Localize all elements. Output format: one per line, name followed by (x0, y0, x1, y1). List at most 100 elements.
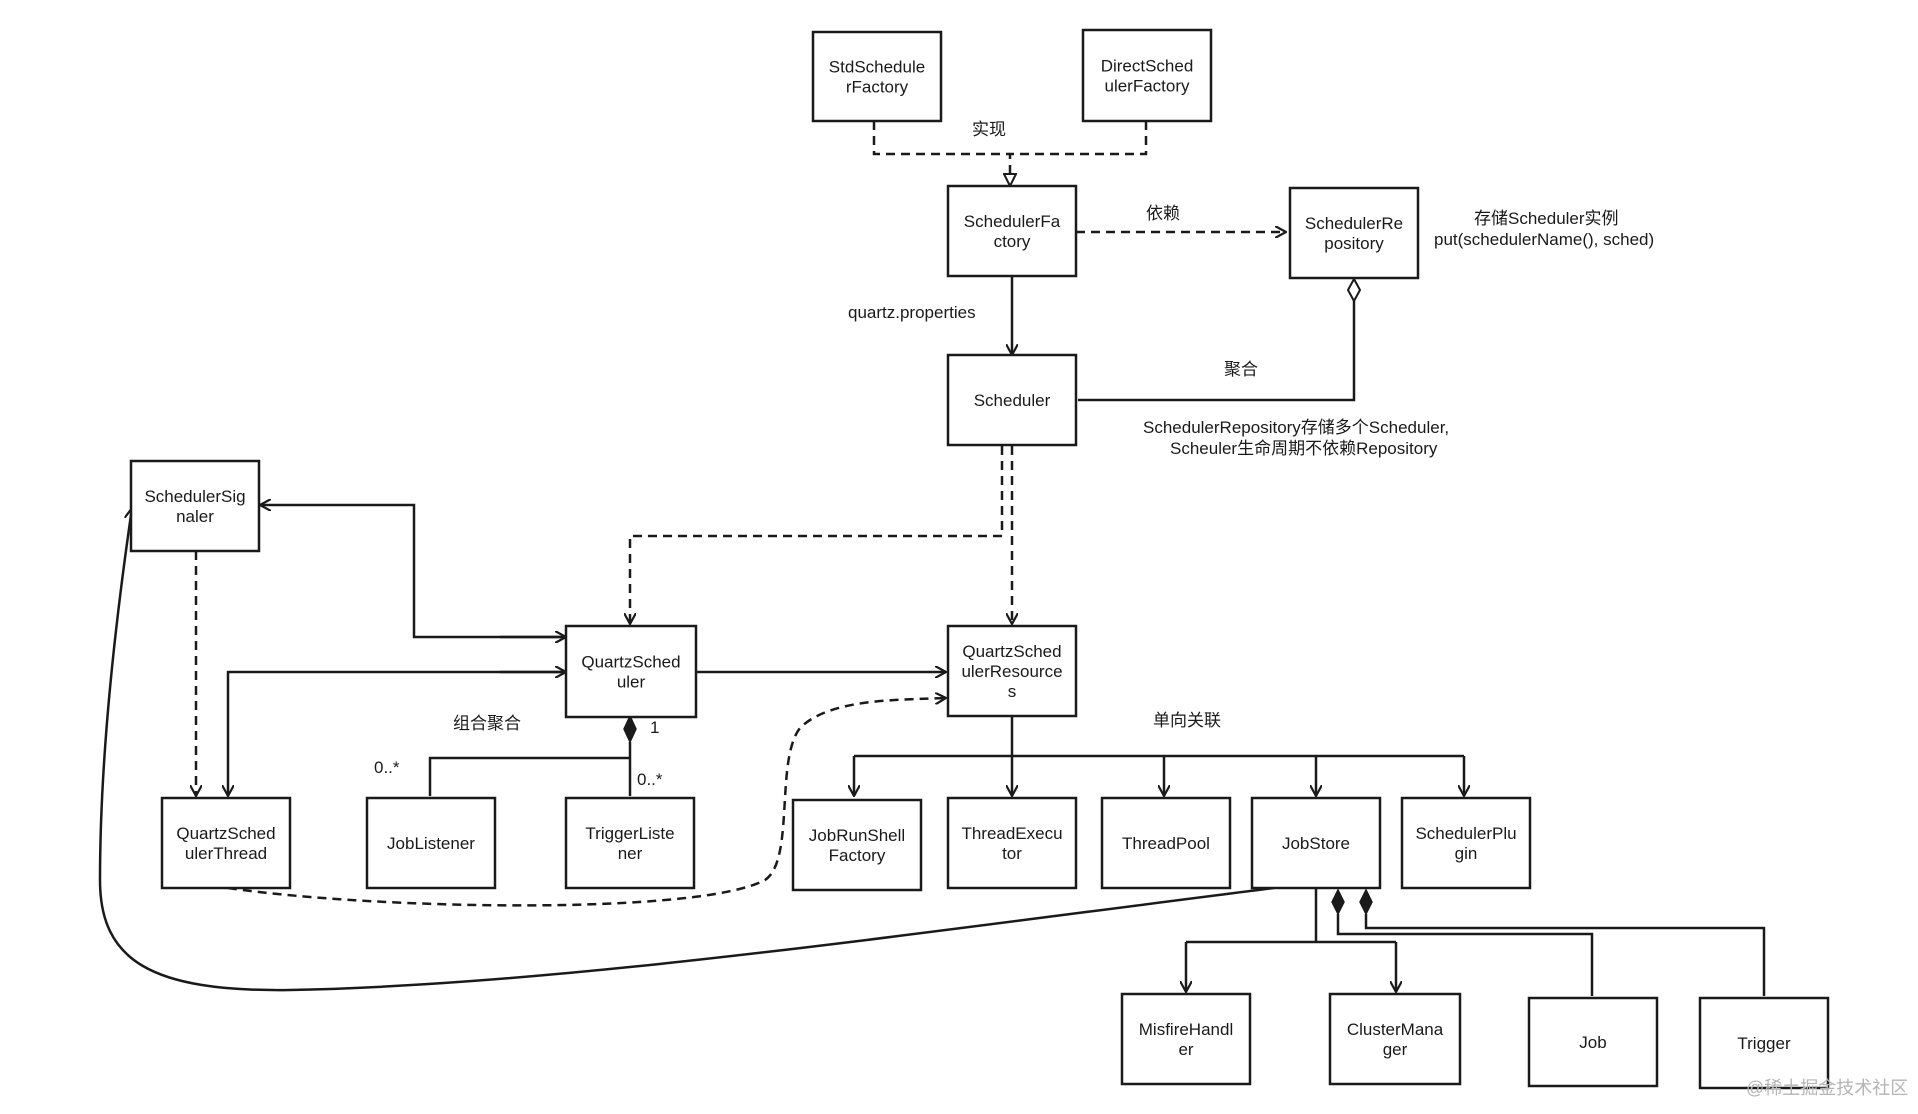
class-name-text: ulerResource (961, 662, 1062, 681)
class-box-frame (1100, 796, 1232, 890)
edge-job-store-trigger (1364, 914, 1766, 996)
class-box-frame (1328, 992, 1462, 1086)
class-name-text: SchedulerFa (964, 212, 1061, 231)
class-name-text: TriggerListe (585, 824, 674, 843)
class-name-text: StdSchedule (829, 58, 925, 77)
class-name-text: Factory (829, 846, 886, 865)
class-name-text: uler (617, 673, 646, 692)
class-box-frame (1400, 796, 1532, 890)
label-multiplicity-one: 1 (650, 718, 659, 737)
class-box-frame (946, 624, 1078, 718)
class-scheduler: Scheduler (946, 353, 1078, 447)
composition-diamond-listeners (623, 714, 637, 744)
class-box-frame (564, 624, 698, 719)
edge-signaler-quartz-scheduler (260, 505, 566, 639)
class-name-text: ThreadPool (1122, 834, 1210, 853)
edge-scheduler-to-quartz-scheduler (630, 446, 1004, 624)
label-quartz-properties: quartz.properties (848, 303, 976, 322)
class-thread-pool: ThreadPool (1100, 796, 1232, 890)
class-name-text: naler (176, 507, 214, 526)
class-name-text: JobListener (387, 834, 475, 853)
class-box-frame (946, 184, 1078, 278)
class-name-text: ger (1383, 1040, 1408, 1059)
class-name-text: pository (1324, 234, 1384, 253)
edge-job-store-to-signaler (98, 508, 1275, 992)
class-name-text: DirectSched (1101, 57, 1194, 76)
class-name-text: s (1008, 682, 1017, 701)
label-composite-aggregation: 组合聚合 (453, 714, 521, 733)
class-name-text: MisfireHandl (1139, 1020, 1233, 1039)
label-multiplicity-trigger-listener: 0..* (637, 770, 663, 789)
class-box-frame (811, 30, 943, 123)
edge-listener-branch (428, 756, 630, 796)
class-box-frame (946, 353, 1078, 447)
class-name-text: SchedulerRe (1305, 214, 1403, 233)
class-name-text: Trigger (1737, 1034, 1791, 1053)
class-name-text: ulerFactory (1104, 77, 1190, 96)
class-name-text: QuartzSched (581, 653, 680, 672)
class-box-frame (1527, 996, 1659, 1088)
watermark: @稀土掘金技术社区 (1746, 1078, 1908, 1098)
label-multiplicity-listener: 0..* (374, 758, 400, 777)
class-box-frame (564, 796, 696, 890)
aggregation-diamond (1346, 276, 1362, 304)
edge-quartz-scheduler-thread (228, 670, 566, 796)
class-name-text: gin (1455, 844, 1478, 863)
class-name-text: JobStore (1282, 834, 1350, 853)
class-name-text: SchedulerPlu (1415, 824, 1516, 843)
class-name-text: ctory (994, 232, 1031, 251)
class-name-text: ClusterMana (1347, 1020, 1444, 1039)
class-box-frame (1698, 996, 1830, 1090)
class-box-frame (365, 796, 497, 890)
class-name-text: tor (1002, 844, 1022, 863)
class-name-text: SchedulerSig (144, 487, 245, 506)
class-job-listener: JobListener (365, 796, 497, 890)
label-implements: 实现 (972, 120, 1006, 139)
note-aggregation-line2: Scheuler生命周期不依赖Repository (1170, 439, 1438, 458)
class-name-text: ThreadExecu (961, 824, 1062, 843)
edge-job-store-job (1336, 914, 1594, 996)
note-repository-line1: 存储Scheduler实例 (1474, 209, 1619, 228)
class-name-text: rFactory (846, 78, 909, 97)
edge-std-factory-implements (872, 121, 1010, 156)
class-box-frame (1120, 992, 1252, 1086)
class-box-frame (1250, 796, 1382, 890)
class-scheduler-repository: SchedulerRepository (1288, 186, 1420, 280)
label-depends: 依赖 (1146, 204, 1180, 223)
class-box-frame (791, 798, 923, 892)
note-aggregation-line1: SchedulerRepository存储多个Scheduler, (1143, 418, 1449, 437)
composition-diamond-trigger (1359, 888, 1373, 916)
composition-diamond-job (1331, 888, 1345, 916)
class-name-text: ner (618, 844, 643, 863)
class-box-frame (160, 796, 292, 890)
class-name-text: QuartzSched (962, 642, 1061, 661)
edge-scheduler-aggregation-repository (1078, 296, 1356, 402)
class-job-store: JobStore (1250, 796, 1382, 890)
class-box-frame (946, 796, 1078, 890)
class-job: Job (1527, 996, 1659, 1088)
class-name-text: Scheduler (974, 391, 1051, 410)
class-box-frame (129, 459, 261, 553)
edge-direct-factory-implements (1010, 121, 1148, 186)
class-box-frame (1081, 28, 1213, 123)
class-name-text: QuartzSched (176, 824, 275, 843)
class-name-text: JobRunShell (809, 826, 905, 845)
label-aggregation: 聚合 (1224, 360, 1258, 379)
class-name-text: ulerThread (185, 844, 267, 863)
label-unidirectional-association: 单向关联 (1153, 711, 1221, 730)
class-trigger: Trigger (1698, 996, 1830, 1090)
class-box-frame (1288, 186, 1420, 280)
class-name-text: er (1178, 1040, 1193, 1059)
